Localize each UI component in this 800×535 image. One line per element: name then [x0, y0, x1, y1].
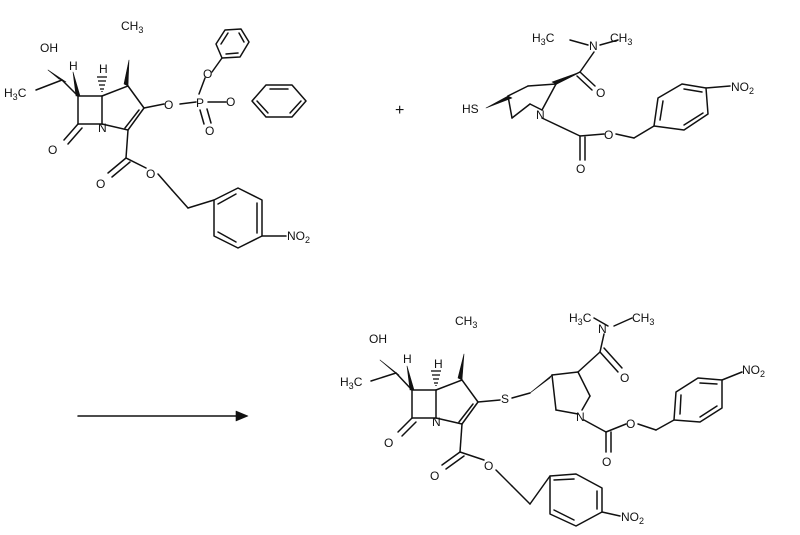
methyl-label: H3C — [340, 375, 363, 391]
amide-nitrogen-label: N — [598, 322, 607, 336]
nitro-group-label: NO2 — [731, 80, 754, 96]
reactant-1-stereo-bonds — [47, 59, 130, 97]
reactant-2-nitrobenzyl-ring — [653, 83, 709, 131]
hydrogen-label: H — [69, 59, 78, 73]
hydroxyl-label: OH — [40, 41, 58, 55]
methyl-label: H3C — [569, 311, 592, 327]
amide-oxygen-label: O — [620, 371, 629, 385]
ring-nitrogen-label: N — [536, 108, 545, 122]
carbamate-oxygen-label: O — [604, 128, 613, 142]
methyl-label: CH3 — [121, 19, 143, 35]
methyl-label: CH3 — [632, 311, 654, 327]
product-nitrobenzyl-ring-bottom — [549, 473, 603, 527]
reactant-2-stereo-bonds — [485, 71, 581, 109]
plus-sign: + — [395, 102, 404, 119]
ketone-oxygen-label: O — [48, 143, 57, 157]
thiol-label: HS — [462, 102, 479, 116]
nitrogen-label: N — [98, 121, 107, 135]
carbamate-oxygen-label: O — [626, 417, 635, 431]
ring-nitrogen-label: N — [576, 410, 585, 424]
reactant-1-phenyl-ring-1 — [215, 28, 250, 59]
product-stereo-bonds — [379, 353, 553, 394]
ester-carbonyl-oxygen-label: O — [96, 177, 105, 191]
product-structure: OH H3C H H CH3 N O S O O NO2 H3C N CH3 O… — [340, 311, 765, 527]
methyl-label: CH3 — [455, 314, 477, 330]
phenoxy-oxygen-label: O — [203, 67, 212, 81]
methyl-label: H3C — [4, 86, 27, 102]
hydroxyl-label: OH — [369, 332, 387, 346]
reactant-1-nitrobenzyl-ring — [213, 187, 263, 249]
reaction-arrow — [77, 410, 249, 422]
hydrogen-label: H — [434, 357, 443, 371]
nitrogen-label: N — [432, 415, 441, 429]
reactant-2-structure: H3C N CH3 O HS N O O NO2 — [462, 31, 754, 176]
ester-oxygen-label: O — [146, 167, 155, 181]
hydrogen-label: H — [99, 62, 108, 76]
reactant-1-bonds — [35, 57, 287, 237]
amide-nitrogen-label: N — [589, 39, 598, 53]
reactant-1-structure: OH H3C H H CH3 N O O O O P O O O NO2 — [4, 19, 310, 249]
phosphorus-label: P — [196, 96, 204, 110]
nitro-group-label: NO2 — [287, 229, 310, 245]
carbamate-carbonyl-oxygen-label: O — [576, 162, 585, 176]
nitro-group-label: NO2 — [742, 363, 765, 379]
sulfur-label: S — [501, 392, 509, 406]
phosphate-oxygen-label: O — [164, 98, 173, 112]
ester-oxygen-label: O — [484, 459, 493, 473]
amide-oxygen-label: O — [596, 86, 605, 100]
ketone-oxygen-label: O — [384, 436, 393, 450]
reactant-2-bonds — [507, 39, 731, 161]
product-bonds — [370, 317, 743, 517]
reactant-1-phenyl-ring-2 — [251, 84, 307, 118]
phosphoryl-oxygen-label: O — [205, 124, 214, 138]
hydrogen-label: H — [403, 352, 412, 366]
methyl-label: CH3 — [610, 31, 632, 47]
methyl-label: H3C — [532, 31, 555, 47]
product-nitrobenzyl-ring-right — [673, 377, 723, 423]
phenoxy-oxygen-label: O — [226, 95, 235, 109]
nitro-group-label: NO2 — [621, 510, 644, 526]
ester-carbonyl-oxygen-label: O — [430, 469, 439, 483]
carbamate-carbonyl-oxygen-label: O — [602, 455, 611, 469]
